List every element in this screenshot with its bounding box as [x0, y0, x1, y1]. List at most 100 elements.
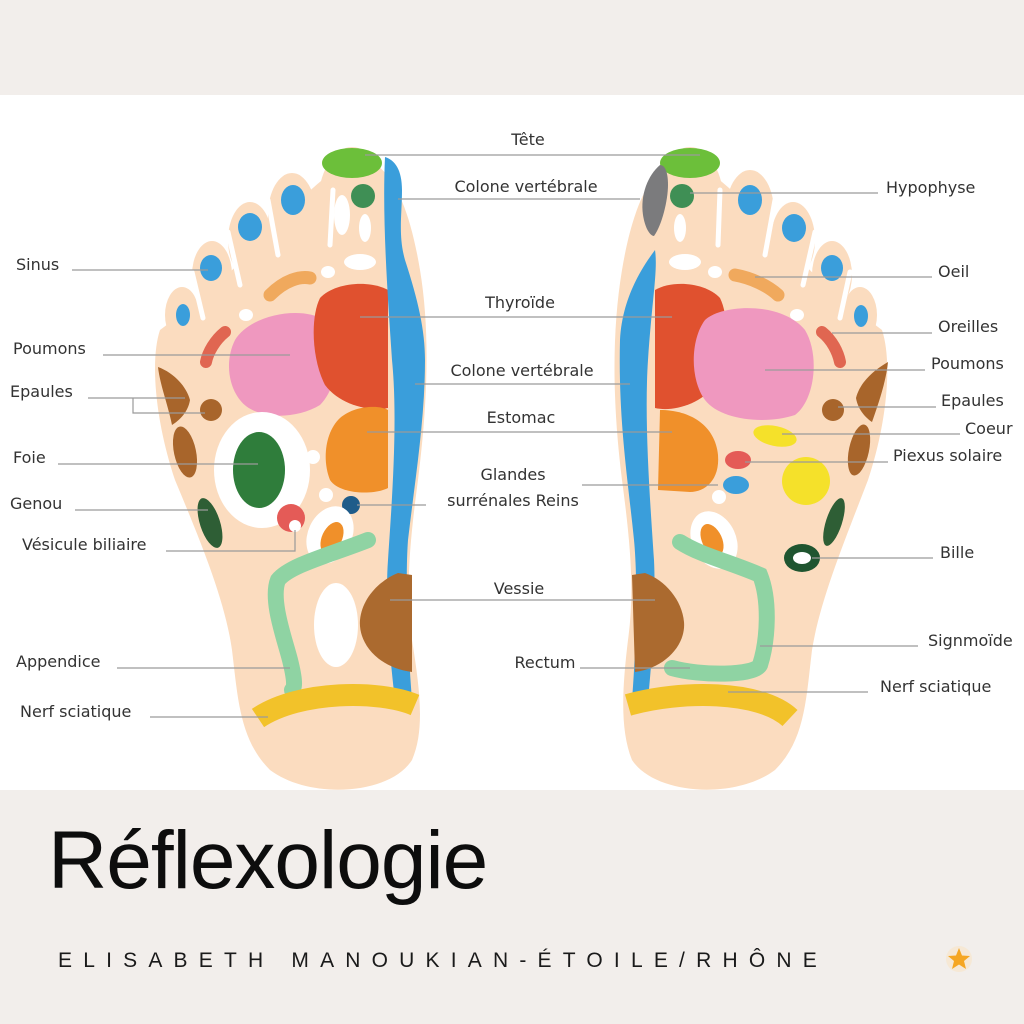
- label-colone-1: Colone vertébrale: [454, 177, 597, 196]
- left-toe-gap: [225, 229, 243, 288]
- label-foie: Foie: [13, 448, 46, 467]
- adrenal-zone: [342, 496, 360, 514]
- shoulder-zone: [158, 367, 190, 425]
- pituitary-zone: [670, 184, 694, 208]
- leader-epaules-left: [88, 397, 205, 414]
- white-spot: [790, 309, 804, 321]
- lungs-zone: [228, 312, 336, 416]
- label-appendice: Appendice: [16, 652, 100, 671]
- left-toe-gap: [265, 197, 281, 258]
- solar-plexus-zone: [725, 451, 751, 469]
- white-spot: [712, 490, 726, 504]
- label-nerf-left: Nerf sciatique: [20, 702, 131, 721]
- sinus-zone: [821, 255, 843, 281]
- white-spot: [289, 520, 301, 532]
- top-band: [0, 0, 1024, 95]
- label-oreilles: Oreilles: [938, 317, 998, 336]
- white-spot: [674, 214, 686, 242]
- shoulder-zone: [200, 399, 222, 421]
- label-thyroide: Thyroïde: [484, 293, 555, 312]
- label-poumons-right: Poumons: [931, 354, 1004, 373]
- label-piexus: Piexus solaire: [893, 446, 1002, 465]
- bladder-zone: [359, 573, 412, 672]
- label-coeur: Coeur: [965, 419, 1013, 438]
- sinus-zone: [281, 185, 305, 215]
- right-foot: [614, 147, 888, 790]
- gray-zone: [642, 165, 668, 236]
- center-labels: Tête Colone vertébrale Thyroïde Colone v…: [447, 130, 597, 672]
- star-icon: [946, 946, 972, 972]
- label-genou: Genou: [10, 494, 62, 513]
- left-toe-gap: [189, 269, 206, 321]
- head-zone: [660, 148, 720, 178]
- label-nerf-right: Nerf sciatique: [880, 677, 991, 696]
- right-labels: Hypophyse Oeil Oreilles Poumons Epaules …: [880, 178, 1013, 696]
- sinus-zone: [738, 185, 762, 215]
- white-spot: [319, 488, 333, 502]
- sinus-zone: [782, 214, 806, 242]
- heart-zone: [753, 425, 797, 447]
- sinus-zone: [200, 255, 222, 281]
- thyroid-zone: [313, 283, 388, 410]
- label-tete: Tête: [510, 130, 544, 149]
- left-labels: Sinus Poumons Epaules Foie Genou Vésicul…: [10, 255, 146, 721]
- right-toe-gap: [800, 229, 818, 288]
- right-toe-gap: [715, 187, 723, 248]
- shoulder-zone: [847, 424, 871, 476]
- white-spot: [344, 254, 376, 270]
- sciatic-zone: [251, 684, 420, 728]
- liver-zone: [233, 432, 285, 508]
- intestine-zone: [267, 532, 376, 698]
- eye-zone: [263, 271, 317, 302]
- white-spot: [708, 266, 722, 278]
- page-title: Réflexologie: [48, 815, 488, 906]
- label-glandes-2: surrénales Reins: [447, 491, 579, 510]
- pituitary-zone: [351, 184, 375, 208]
- sinus-zone: [854, 305, 868, 327]
- label-vesicule: Vésicule biliaire: [22, 535, 146, 554]
- label-epaules-left: Epaules: [10, 382, 73, 401]
- feet-illustration: Sinus Poumons Epaules Foie Genou Vésicul…: [10, 130, 1013, 790]
- right-toe-gap: [762, 197, 778, 258]
- sinus-zone: [176, 304, 190, 326]
- label-vessie: Vessie: [494, 579, 545, 598]
- sinus-zone: [238, 213, 262, 241]
- stomach-zone: [325, 406, 388, 493]
- label-bille: Bille: [940, 543, 974, 562]
- stomach-zone: [658, 410, 719, 492]
- label-epaules-right: Epaules: [941, 391, 1004, 410]
- left-toe-gap: [327, 187, 336, 248]
- white-spot: [321, 266, 335, 278]
- label-estomac: Estomac: [487, 408, 556, 427]
- white-spot: [334, 195, 350, 235]
- reflexology-diagram: Sinus Poumons Epaules Foie Genou Vésicul…: [0, 95, 1024, 790]
- ear-zone: [200, 326, 231, 368]
- sigmoid-zone: [664, 534, 775, 682]
- ear-zone: [816, 326, 846, 368]
- label-glandes-1: Glandes: [480, 465, 545, 484]
- left-foot: [155, 147, 427, 790]
- label-sinus: Sinus: [16, 255, 59, 274]
- eye-zone: [728, 268, 785, 302]
- rectum-zone: [632, 573, 685, 672]
- sciatic-zone: [624, 684, 798, 727]
- kidney-zone: [723, 476, 749, 494]
- heart-zone: [782, 457, 830, 505]
- label-signmoide: Signmoïde: [928, 631, 1013, 650]
- white-spot: [359, 214, 371, 242]
- right-toe-gap: [837, 269, 853, 321]
- label-oeil: Oeil: [938, 262, 969, 281]
- knee-zone: [823, 498, 845, 546]
- shoulder-zone: [172, 426, 198, 478]
- label-hypophyse: Hypophyse: [886, 178, 975, 197]
- label-colone-2: Colone vertébrale: [450, 361, 593, 380]
- label-poumons-left: Poumons: [13, 339, 86, 358]
- white-spot: [239, 309, 253, 321]
- leader-vesicule: [166, 530, 296, 552]
- head-zone: [322, 148, 382, 178]
- lungs-zone: [693, 308, 814, 420]
- caption-area: Réflexologie ELISABETH MANOUKIAN-ÉTOILE/…: [0, 790, 1024, 1024]
- subtitle: ELISABETH MANOUKIAN-ÉTOILE/RHÔNE: [58, 949, 828, 972]
- shoulder-zone: [822, 399, 844, 421]
- label-rectum: Rectum: [514, 653, 575, 672]
